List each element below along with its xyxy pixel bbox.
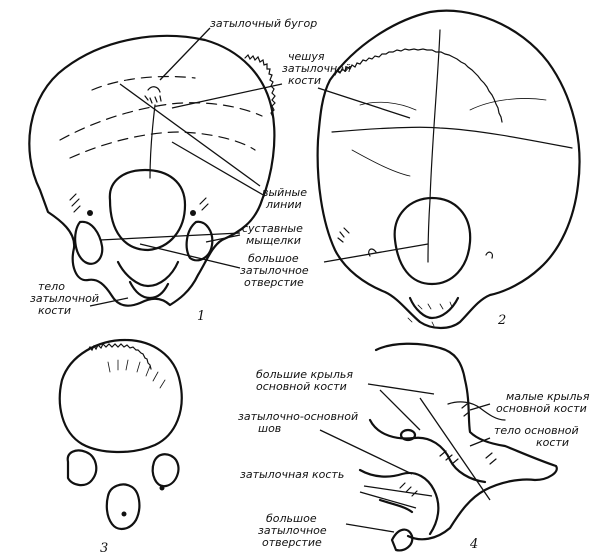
label-condyles-line1: суставные — [242, 222, 303, 235]
fig3-right-lateral-part — [151, 453, 180, 488]
fig2-cruciform-horizontal — [331, 126, 573, 149]
fig1-number: 1 — [197, 309, 205, 324]
label-foramen-line3: отверстие — [244, 276, 304, 289]
fig1-external-crest — [149, 104, 156, 179]
fig2-serrated-top — [334, 48, 503, 123]
fig4-hatching-2 — [399, 403, 470, 497]
leader-occipital-bone-2 — [359, 491, 417, 509]
fig1-right-condylar-canal — [190, 210, 196, 216]
fig1-external-protuberance — [144, 86, 162, 104]
leader-foramen-fig2 — [323, 243, 429, 263]
fig1-inferior-nuchal-line — [69, 131, 256, 159]
fig1-left-condylar-canal — [87, 210, 93, 216]
fig2-left-groove — [337, 227, 350, 243]
fig3-lateral-dot — [159, 485, 165, 491]
leader-greater-wing-c — [419, 397, 491, 501]
fig2-cruciform-vertical — [427, 29, 441, 263]
label-body-line1: тело — [38, 280, 65, 293]
label-occipital-bone: затылочная кость — [240, 468, 344, 481]
fig4-greater-wing — [374, 342, 558, 541]
leader-protuberance — [159, 27, 211, 81]
leader-lines — [89, 27, 491, 533]
fig1-basilar-part — [116, 260, 180, 300]
leader-greater-wing-b — [379, 389, 421, 431]
fig4-lower-fragment — [390, 528, 414, 552]
fig1-serrated-edge — [244, 53, 276, 118]
label-foramen4-line1: большое — [266, 512, 317, 525]
leader-condyle-left — [99, 232, 241, 241]
fig4-hatching-1 — [439, 450, 497, 465]
fig2-hooks — [368, 248, 493, 259]
label-lesser-wings-line2: основной кости — [496, 402, 587, 415]
fig4-occipital-part — [358, 468, 440, 536]
fig4-sphenoid-body — [368, 418, 487, 484]
leader-squama-fig2 — [317, 87, 411, 119]
label-body-line2: затылочной — [30, 292, 99, 305]
leader-occipital-bone — [363, 485, 433, 497]
label-foramen4-line3: отверстие — [262, 536, 322, 549]
leader-foramen-fig1 — [139, 243, 241, 269]
fig2-internal-texture — [351, 98, 547, 177]
leader-squama-fig1 — [171, 83, 283, 109]
fig1-left-condyle — [74, 220, 104, 265]
label-squama-line2: затылочной — [282, 62, 351, 75]
label-foramen4-line2: затылочное — [258, 524, 327, 537]
labels: затылочный бугор чешуя затылочной кости … — [30, 17, 590, 549]
label-lesser-wings-line1: малые крылья — [506, 390, 590, 403]
leader-condyle-right — [205, 234, 241, 243]
leader-nuchal-upper — [119, 83, 261, 187]
fig1-left-hatching — [69, 193, 81, 213]
leader-lesser-wing — [469, 403, 491, 411]
figure-3-newborn-occipital: 3 — [58, 338, 183, 556]
fig1-superior-nuchal-line — [59, 102, 263, 141]
fig2-number: 2 — [497, 313, 506, 328]
fig3-number: 3 — [100, 541, 108, 556]
label-condyles-line2: мыщелки — [246, 234, 301, 247]
fig2-basilar-part — [408, 296, 460, 320]
fig3-basilar-dot — [121, 511, 127, 517]
label-squama-line3: кости — [288, 74, 321, 87]
fig2-basilar-texture — [407, 301, 453, 327]
figure-2-occipital-inner: 2 — [316, 9, 581, 330]
leader-body-fig1 — [89, 297, 129, 307]
label-occipital-protuberance: затылочный бугор — [210, 17, 317, 30]
fig1-squama-outline — [28, 34, 276, 307]
fig3-squama — [58, 338, 183, 454]
fig3-left-lateral-part — [66, 449, 98, 487]
fig2-foramen-magnum — [393, 196, 472, 286]
fig4-lesser-wing — [447, 401, 506, 421]
label-suture-line1: затылочно-основной — [238, 410, 358, 423]
label-foramen-line1: большое — [248, 252, 299, 265]
fig3-radial-lines — [107, 359, 166, 389]
label-foramen-line2: затылочное — [240, 264, 309, 277]
leader-suture — [319, 429, 413, 475]
figure-1-occipital-outer: 1 — [28, 34, 276, 324]
leader-foramen-fig4 — [345, 523, 395, 533]
label-sphenoid-body-line1: тело основной — [494, 424, 579, 437]
fig1-foramen-magnum — [108, 168, 187, 252]
fig2-outline — [316, 9, 581, 330]
label-nuchal-line2: линии — [265, 198, 302, 211]
leader-greater-wing-a — [367, 383, 435, 395]
fig1-highest-nuchal-line — [91, 75, 196, 91]
figure-4-spheno-occipital: 4 — [358, 342, 558, 552]
label-nuchal-line1: выйные — [262, 186, 307, 199]
label-greater-wings-line1: большие крылья — [256, 368, 353, 381]
fig3-serrated-edge — [87, 342, 152, 370]
label-squama-line1: чешуя — [288, 50, 325, 63]
label-sphenoid-body-line2: кости — [536, 436, 569, 449]
fig4-foramen-rotundum — [399, 428, 417, 442]
label-suture-line2: шов — [258, 422, 281, 435]
leader-nuchal-lower — [171, 141, 266, 197]
fig1-right-hatching — [199, 197, 209, 211]
fig3-basilar-part — [105, 483, 141, 530]
fig4-number: 4 — [469, 537, 478, 552]
label-greater-wings-line2: основной кости — [256, 380, 347, 393]
label-body-line3: кости — [38, 304, 71, 317]
leader-sphenoid-body — [469, 437, 491, 447]
